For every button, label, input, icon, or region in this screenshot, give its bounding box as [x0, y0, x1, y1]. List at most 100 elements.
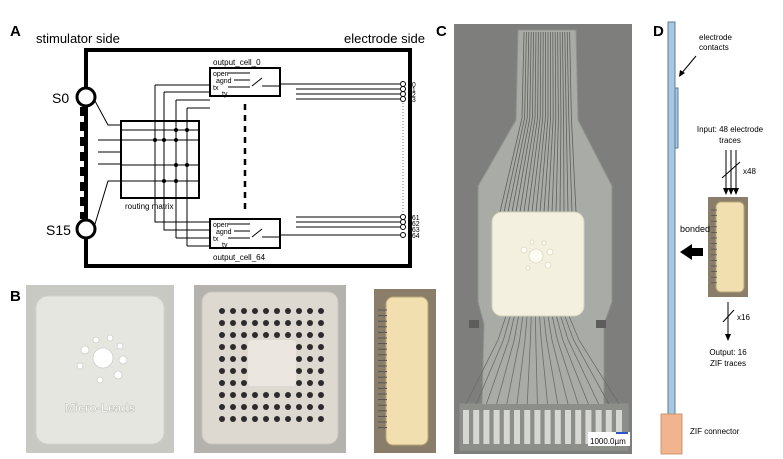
lead-traces-top — [499, 31, 577, 213]
alignment-mark-left — [469, 320, 479, 328]
zif-pad — [493, 410, 500, 444]
cell-top-pin-tx: tx — [213, 85, 219, 92]
trace — [551, 31, 557, 213]
electrode-side-label: electrode side — [344, 31, 425, 46]
pin — [296, 404, 302, 410]
pin — [241, 332, 247, 338]
pin — [285, 320, 291, 326]
input-arrowheads — [723, 188, 739, 195]
pin — [318, 332, 324, 338]
trace — [551, 315, 579, 405]
pin-grid — [219, 308, 324, 422]
pin — [241, 392, 247, 398]
pin — [296, 416, 302, 422]
pin — [318, 416, 324, 422]
trace — [511, 31, 532, 213]
pin — [230, 392, 236, 398]
electrode-contacts-arrow — [680, 55, 697, 75]
electrode-contact-strip — [674, 87, 679, 149]
trace — [506, 315, 524, 405]
pin — [307, 332, 313, 338]
pin — [296, 356, 302, 362]
pin — [318, 308, 324, 314]
trace — [523, 31, 539, 213]
pin — [307, 380, 313, 386]
electrode-contacts-bottom — [400, 214, 406, 238]
pin — [296, 344, 302, 350]
panel-c: C 1000.0µm — [436, 23, 632, 454]
pin — [252, 332, 258, 338]
alignment-mark-right — [596, 320, 606, 328]
pin — [230, 344, 236, 350]
pin — [241, 380, 247, 386]
panel-b-letter: B — [10, 288, 21, 305]
electrode-e61: e61 — [408, 215, 420, 222]
zif-pad — [524, 410, 531, 444]
s15-pad — [75, 218, 97, 240]
cell-bottom-pin-ty: ty — [222, 242, 228, 249]
trace — [486, 315, 515, 405]
trace — [499, 31, 525, 213]
side-chip-pins — [711, 209, 717, 284]
cell-top-pin-agnd: agnd — [216, 78, 232, 85]
pin — [307, 416, 313, 422]
pin — [318, 380, 324, 386]
trace — [526, 315, 532, 405]
trace — [539, 32, 549, 213]
electrode-contacts-arrowhead — [679, 70, 685, 77]
pin — [285, 416, 291, 422]
trace — [519, 31, 537, 213]
pin — [241, 404, 247, 410]
pin-array-center — [248, 340, 296, 386]
pin — [263, 392, 269, 398]
electrode-contacts-label-2: contacts — [699, 43, 729, 52]
electrode-traces-top — [280, 83, 400, 100]
trace — [535, 31, 546, 213]
output-label-2: ZIF traces — [710, 359, 746, 368]
trace — [465, 315, 507, 405]
trace — [516, 315, 528, 405]
pin — [307, 344, 313, 350]
cell-top-switch — [228, 72, 280, 88]
zif-pad — [463, 410, 469, 444]
trace — [569, 31, 577, 213]
zif-pad — [595, 410, 602, 444]
pin — [307, 392, 313, 398]
s15-label: S15 — [46, 222, 71, 238]
pin — [307, 308, 313, 314]
pin — [274, 320, 280, 326]
output-cell-top — [209, 67, 281, 97]
panel-d-letter: D — [653, 23, 664, 40]
trace — [564, 31, 569, 213]
pin — [263, 404, 269, 410]
panel-a: A stimulator side electrode side S0 S15 — [10, 23, 425, 268]
photo-chip-top — [35, 295, 165, 445]
cell-bottom-pin-open: open — [213, 222, 229, 229]
cell-top-pin-ty: ty — [222, 91, 228, 98]
electrode-e3: e3 — [408, 97, 416, 104]
trace — [568, 315, 620, 405]
circuit-border — [84, 48, 412, 268]
pin — [263, 320, 269, 326]
trace — [556, 315, 589, 405]
pin — [219, 332, 225, 338]
bonded-label: bonded — [680, 224, 710, 234]
pin — [318, 392, 324, 398]
pin — [241, 416, 247, 422]
pin — [252, 392, 258, 398]
trace — [562, 31, 565, 213]
pin — [241, 368, 247, 374]
trace — [560, 315, 599, 405]
lead-traces-bottom — [465, 315, 620, 405]
zif-pad — [585, 410, 592, 444]
cell-bottom-pin-tx: tx — [213, 236, 219, 243]
panel-a-letter: A — [10, 23, 21, 40]
trace — [564, 315, 610, 405]
trace — [535, 315, 538, 405]
pin — [263, 416, 269, 422]
pin — [318, 356, 324, 362]
electrode-traces-bottom — [280, 216, 400, 236]
pin — [230, 368, 236, 374]
pin — [318, 320, 324, 326]
